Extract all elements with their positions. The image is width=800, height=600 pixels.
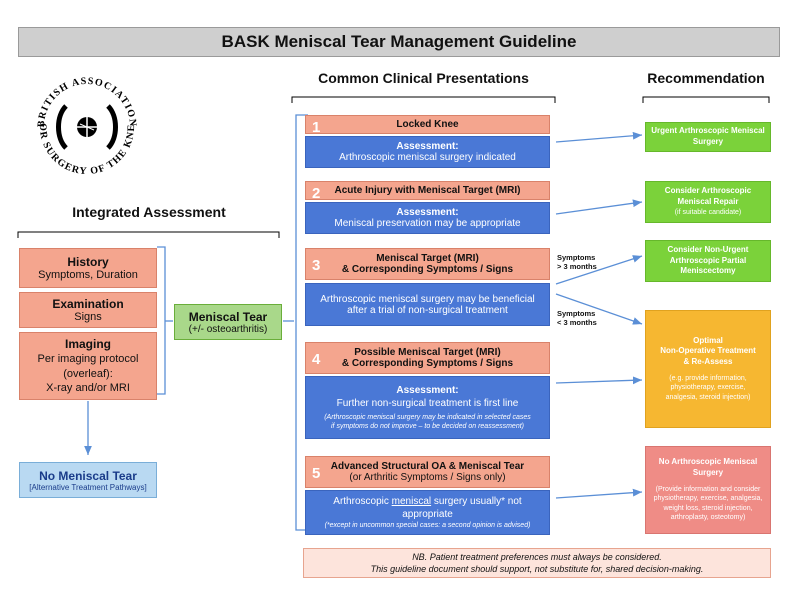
presentation-5-title-box: 5 Advanced Structural OA & Meniscal Tear…: [305, 456, 550, 488]
presentation-5-title-line2: (or Arthritic Symptoms / Signs only): [349, 472, 506, 483]
page-title: BASK Meniscal Tear Management Guideline: [18, 27, 780, 57]
presentation-3-number: 3: [312, 257, 321, 274]
presentation-4-title-box: 4 Possible Meniscal Target (MRI) & Corre…: [305, 342, 550, 374]
meniscal-tear-title: Meniscal Tear: [188, 309, 268, 324]
nb-note-box: NB. Patient treatment preferences must a…: [303, 548, 771, 578]
integrated-assessment-header: Integrated Assessment: [72, 204, 226, 220]
imaging-line3: X-ray and/or MRI: [46, 381, 130, 394]
presentation-2-number: 2: [312, 185, 321, 202]
presentation-1-title: Locked Knee: [396, 119, 459, 130]
imaging-title: Imaging: [64, 336, 111, 351]
imaging-box: Imaging Per imaging protocol (overleaf):…: [19, 332, 157, 400]
history-box: History Symptoms, Duration: [19, 248, 157, 288]
meniscal-tear-box: Meniscal Tear (+/- osteoarthritis): [174, 304, 282, 340]
symptoms-gt-label: Symptoms> 3 months: [557, 253, 597, 271]
meniscal-tear-sub: (+/- osteoarthritis): [188, 323, 268, 335]
no-tear-title: No Meniscal Tear: [39, 468, 137, 483]
no-tear-sub: [Alternative Treatment Pathways]: [29, 482, 147, 492]
no-meniscal-tear-box: No Meniscal Tear [Alternative Treatment …: [19, 462, 157, 498]
history-sub: Symptoms, Duration: [38, 269, 138, 281]
presentation-2-assessment-box: Assessment: Meniscal preservation may be…: [305, 202, 550, 234]
presentation-5-text-line2: appropriate: [402, 508, 453, 520]
presentation-5-text-line1: Arthroscopic meniscal surgery usually* n…: [333, 495, 522, 507]
presentation-1-assess-text: Arthroscopic meniscal surgery indicated: [339, 152, 516, 163]
presentations-header: Common Clinical Presentations: [318, 70, 529, 86]
recommendation-header: Recommendation: [647, 70, 765, 86]
nb-line1: NB. Patient treatment preferences must a…: [412, 551, 662, 562]
examination-box: Examination Signs: [19, 292, 157, 328]
presentation-3-title-line1: Meniscal Target (MRI): [376, 253, 479, 264]
imaging-line1: Per imaging protocol: [37, 353, 139, 366]
presentation-5-title-line1: Advanced Structural OA & Meniscal Tear: [330, 461, 525, 472]
presentation-3-text-line1: Arthroscopic meniscal surgery may be ben…: [320, 293, 535, 305]
presentation-4-note-line2: if symptoms do not improve – to be decid…: [331, 423, 524, 430]
presentation-3-title-box: 3 Meniscal Target (MRI) & Corresponding …: [305, 248, 550, 280]
presentation-1-title-box: 1 Locked Knee: [305, 115, 550, 136]
recommendation-5: No Arthroscopic Meniscal Surgery (Provid…: [645, 446, 771, 534]
presentation-2-title-box: 2 Acute Injury with Meniscal Target (MRI…: [305, 181, 550, 202]
presentation-2-assess-text: Meniscal preservation may be appropriate: [334, 218, 521, 229]
presentation-4-title-line1: Possible Meniscal Target (MRI): [354, 347, 501, 358]
presentation-4-assess-text: Further non-surgical treatment is first …: [336, 397, 519, 409]
nb-line2: This guideline document should support, …: [370, 564, 704, 574]
presentation-2-title: Acute Injury with Meniscal Target (MRI): [334, 185, 521, 196]
presentation-3-text-line2: after a trial of non-surgical treatment: [347, 304, 508, 316]
presentation-4-title-line2: & Corresponding Symptoms / Signs: [341, 358, 514, 369]
bask-logo: BRITISH ASSOCIATION FOR SURGERY OF THE K…: [26, 66, 148, 188]
examination-sub: Signs: [74, 311, 102, 323]
presentation-5-note: (*except in uncommon special cases: a se…: [324, 521, 531, 529]
presentation-4-note-line1: (Arthroscopic meniscal surgery may be in…: [324, 413, 531, 421]
presentation-1-number: 1: [312, 119, 321, 136]
presentation-4-number: 4: [312, 351, 321, 368]
examination-title: Examination: [52, 297, 124, 311]
presentation-4-assess-label: Assessment:: [396, 384, 459, 396]
presentation-3-title-line2: & Corresponding Symptoms / Signs: [341, 264, 514, 275]
recommendation-4: Optimal Non-Operative Treatment & Re-Ass…: [645, 310, 771, 428]
symptoms-lt-label: Symptoms< 3 months: [557, 309, 597, 327]
imaging-line2: (overleaf):: [63, 367, 113, 380]
presentation-3-assessment-box: Arthroscopic meniscal surgery may be ben…: [305, 283, 550, 326]
presentation-5-number: 5: [312, 465, 321, 482]
history-title: History: [67, 255, 109, 269]
presentation-5-assessment-box: Arthroscopic meniscal surgery usually* n…: [305, 490, 550, 535]
presentation-1-assess-label: Assessment:: [396, 141, 459, 152]
logo-emblem: BRITISH ASSOCIATION FOR SURGERY OF THE K…: [26, 66, 137, 177]
presentation-2-assess-label: Assessment:: [396, 207, 459, 218]
presentation-1-assessment-box: Assessment: Arthroscopic meniscal surger…: [305, 136, 550, 168]
presentation-4-assessment-box: Assessment: Further non-surgical treatme…: [305, 376, 550, 439]
